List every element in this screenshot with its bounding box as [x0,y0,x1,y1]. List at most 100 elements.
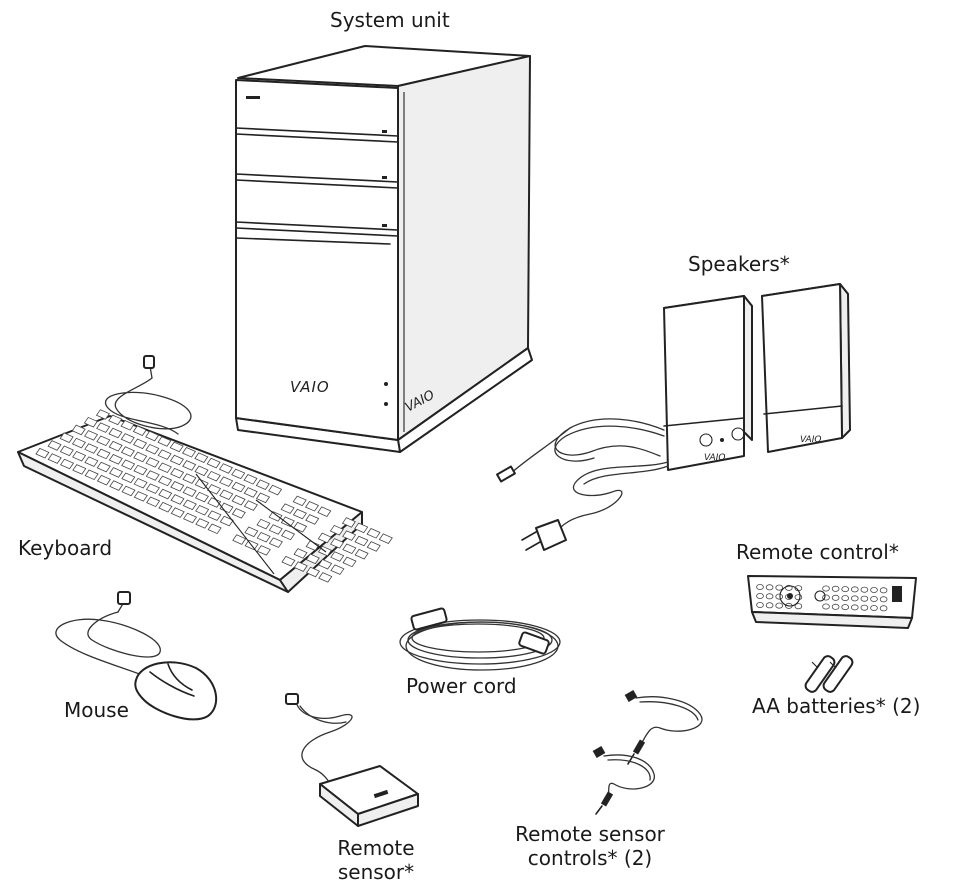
keyboard-key [280,503,295,514]
remote-button [841,586,849,593]
remote-button [860,586,869,593]
keyboard-key [145,470,160,481]
remote-control-illustration [747,575,917,629]
remote-button [831,585,840,592]
keyboard-key [305,553,320,565]
remote-button [822,585,830,592]
keyboard-key [268,511,283,522]
keyboard-key [59,432,74,443]
keyboard-key [268,484,283,496]
keyboard-key [292,508,307,520]
keyboard-key [59,445,74,457]
system-unit-label: System unit [330,8,450,32]
remote-button [831,603,840,610]
keyboard-key [231,481,246,493]
keyboard-key [195,504,210,516]
keyboard-key [96,448,111,460]
keyboard-key [84,456,99,467]
keyboard-label: Keyboard [18,536,113,560]
keyboard-key [96,435,111,447]
remote-button [850,586,859,593]
keyboard-key [133,477,148,489]
keyboard-key [47,440,62,451]
keyboard-key [145,443,160,455]
keyboard-key [108,414,123,426]
keyboard-key [182,512,198,524]
keyboard-key [157,436,172,447]
remote-sensor-illustration [285,693,419,827]
keyboard-key [182,499,197,511]
remote-button [831,594,840,601]
remote-button [860,595,869,602]
keyboard-key [170,467,185,479]
keyboard-key [206,457,221,469]
keyboard-key [83,430,99,441]
keyboard-key [132,425,147,436]
keyboard-key [354,535,369,547]
keyboard-key [96,422,111,433]
remote-button [794,594,803,601]
keyboard-key [121,459,136,470]
keyboard-key [157,462,172,474]
remote-sensor-controls-label: Remote sensor controls* (2) [500,822,680,870]
keyboard-key [157,475,173,487]
remote-button [870,605,878,612]
keyboard-key [158,501,173,513]
aa-batteries-illustration [804,655,854,693]
keyboard-key [342,530,357,541]
keyboard-key [182,460,197,471]
speakers-label: Speakers* [688,252,790,276]
keyboard-key [366,541,381,552]
remote-button [775,584,783,591]
remote-button [765,602,774,609]
keyboard-key [255,492,271,504]
speaker-left-logo: VAIO [704,453,725,463]
remote-button [765,593,774,600]
keyboard-key [244,526,259,538]
keyboard-key [207,523,222,535]
keyboard-key [219,489,234,501]
keyboard-key [170,507,185,518]
remote-button [860,604,869,611]
keyboard-key [84,443,99,454]
keyboard-key [219,515,234,527]
keyboard-key [354,522,369,534]
keyboard-key [292,495,307,507]
keyboard-key [330,564,345,575]
aa-batteries-label: AA batteries* (2) [752,694,921,718]
keyboard-key [243,474,258,485]
remote-sensor-controls-label-line1: Remote sensor [515,822,665,846]
remote-button [841,604,849,611]
keyboard-key [280,529,296,541]
remote-sensor-controls-label-line2: controls* (2) [527,846,653,870]
keyboard-key [268,524,283,535]
keyboard-key [194,465,209,477]
keyboard-key [108,427,123,439]
keyboard-key [108,454,123,465]
keyboard-key [255,479,270,490]
remote-button [850,595,859,602]
keyboard-key [133,451,148,463]
keyboard-key [108,440,123,452]
keyboard-key [206,484,222,495]
keyboard-key [194,452,209,463]
keyboard-key [145,457,160,468]
system-unit-front-logo: VAIO [290,378,330,396]
remote-button [879,587,888,594]
keyboard-key [256,531,271,543]
keyboard-key [121,485,136,497]
keyboard-key [182,486,197,497]
keyboard-key [96,474,111,486]
keyboard-key [305,540,320,551]
remote-sensor-label: Remote sensor* [326,836,426,884]
keyboard-key [170,481,185,492]
keyboard-key [120,420,135,431]
system-unit-illustration: VAIO VAIO [235,45,533,453]
keyboard-key [354,548,369,560]
mouse-label: Mouse [64,698,129,722]
remote-button [756,584,764,591]
keyboard-key [145,483,160,494]
keyboard-key [256,545,271,556]
remote-button [765,584,774,591]
mouse-illustration [55,591,217,721]
